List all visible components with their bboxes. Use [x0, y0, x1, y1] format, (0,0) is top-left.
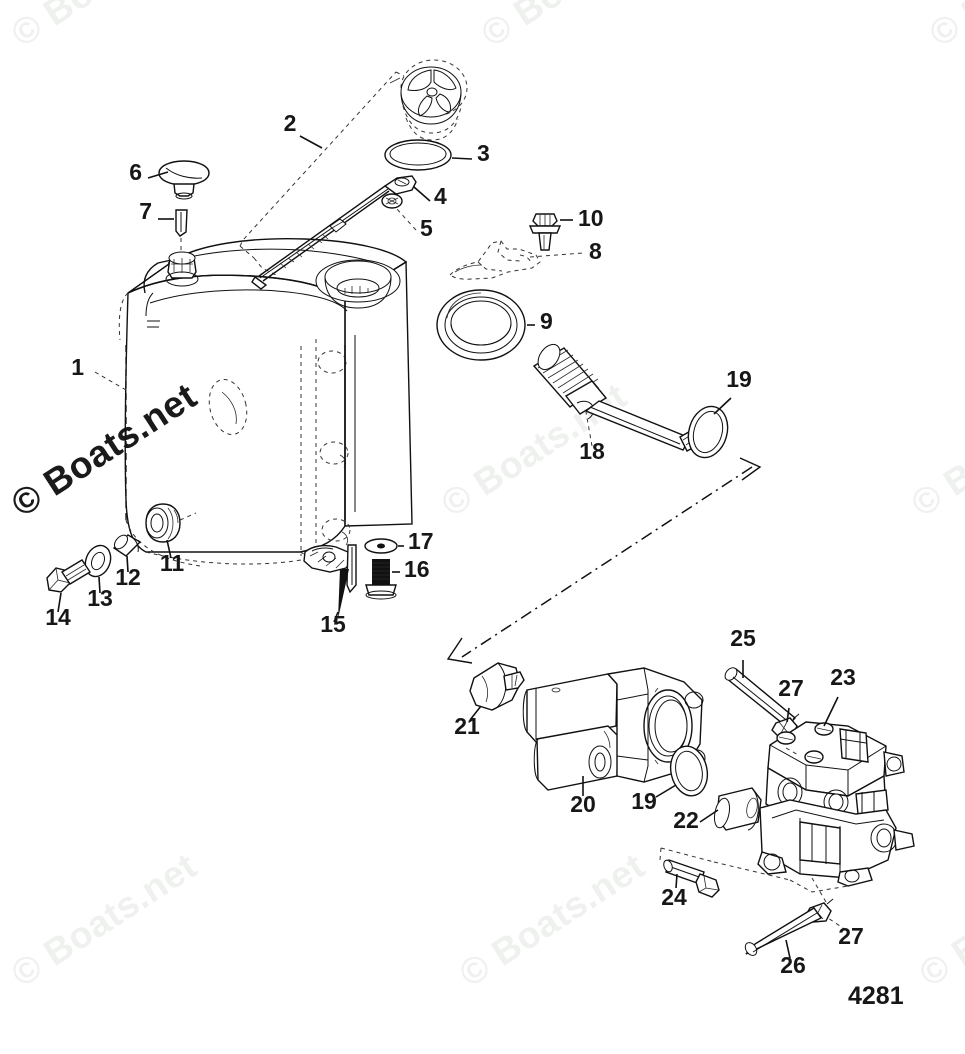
part-22-spacer-tube: [713, 787, 762, 831]
callout-number-22: 22: [673, 807, 699, 833]
part-2-dipstick-rod: [239, 71, 405, 290]
tank-top-fitting: [165, 251, 199, 287]
part-12-sleeve-bushing: [112, 534, 142, 557]
callout-number-3: 3: [477, 140, 490, 166]
part-1-reservoir-body: [118, 238, 413, 567]
part-14-leader: [57, 592, 62, 613]
part-23-leader: [823, 696, 839, 727]
part-10-flange-bolt: [528, 213, 562, 251]
part-18-leader: [585, 411, 593, 447]
part-15-leader: [333, 569, 349, 623]
callout-number-13: 13: [87, 585, 113, 611]
part-19-o-ring-lower: [669, 745, 709, 797]
part-4-bracket-tab: [383, 175, 417, 195]
watermark-text: © Boats.net: [4, 845, 204, 995]
part-3-leader: [451, 157, 473, 160]
callout-number-24: 24: [661, 884, 687, 910]
part-26-lower-tube: [744, 907, 823, 956]
callout-number-16: 16: [404, 556, 430, 582]
figure-id-label: 4281: [848, 982, 904, 1010]
assembly-link-dashdot: [446, 457, 762, 664]
part-2-leader: [299, 135, 323, 149]
callout-number-1: 1: [71, 354, 84, 380]
watermark-text: © Boats.net: [922, 0, 965, 55]
callout-number-27b: 27: [838, 923, 864, 949]
callout-number-26: 26: [780, 952, 806, 978]
callout-number-14: 14: [45, 604, 71, 630]
watermark-text: © Boats.net: [4, 375, 204, 525]
part-3-cap-o-ring: [384, 139, 452, 171]
callout-number-4: 4: [434, 183, 447, 209]
part-19-upper-leader: [713, 397, 732, 415]
part-11-grommet: [145, 503, 181, 543]
part-19-o-ring-upper: [687, 405, 729, 459]
callout-number-19: 19: [726, 366, 752, 392]
part-27-lower-leader: [811, 877, 847, 931]
part-6-plug-cap: [158, 160, 210, 200]
watermark-text: © Boats.net: [904, 375, 965, 525]
part-8-leader: [529, 252, 584, 258]
callout-number-27: 27: [778, 675, 804, 701]
callout-number-8: 8: [589, 238, 602, 264]
part-7-pin: [175, 209, 188, 252]
part-14-hex-bolt: [46, 559, 91, 593]
part-21-leader: [469, 705, 482, 721]
reservoir-cap-assembly: [389, 59, 468, 141]
part-17-washer: [364, 538, 398, 554]
part-9-seal-ring: [436, 289, 526, 361]
part-11-leader: [166, 512, 197, 559]
part-19-lower-leader: [655, 784, 677, 798]
part-13-leader: [98, 576, 101, 594]
callout-number-2: 2: [284, 110, 297, 136]
part-13-flat-washer: [84, 544, 112, 578]
part-12-leader: [126, 555, 129, 573]
part-24-leader: [675, 873, 678, 889]
callout-number-11: 11: [160, 550, 185, 576]
part-6-leader: [147, 171, 169, 179]
part-25-upper-tube: [724, 667, 797, 728]
part-23-control-valve-body: [757, 721, 915, 887]
part-23-locating-dashes: [785, 747, 849, 893]
callout-number-17: 17: [408, 528, 434, 554]
part-15-fitting-cluster: [303, 544, 357, 594]
part-5-small-screw: [381, 193, 403, 209]
part-21-coupler: [469, 662, 525, 711]
callout-number-19b: 19: [631, 788, 657, 814]
callout-number-12: 12: [115, 564, 141, 590]
callout-1-leader: [94, 371, 127, 391]
watermark-text: © Boats.net: [912, 845, 965, 995]
part-4-leader: [413, 186, 431, 202]
callout-number-9: 9: [540, 308, 553, 334]
part-22-leader: [699, 809, 719, 823]
callout-number-21: 21: [454, 713, 480, 739]
callout-number-6: 6: [129, 159, 142, 185]
callout-number-25: 25: [730, 625, 756, 651]
callout-number-18: 18: [579, 438, 605, 464]
watermark-text: © Boats.net: [4, 0, 204, 55]
part-8-bracket-plate: [449, 240, 541, 280]
callout-number-10: 10: [578, 205, 604, 231]
watermark-text: © Boats.net: [474, 0, 674, 55]
part-26-leader: [785, 939, 791, 959]
part-24-long-bolt: [659, 847, 791, 898]
callout-number-23: 23: [830, 664, 856, 690]
callout-number-20: 20: [570, 791, 596, 817]
callout-number-5: 5: [420, 215, 433, 241]
part-5-leader: [395, 207, 417, 231]
callout-number-15: 15: [320, 611, 346, 637]
watermark-text: © Boats.net: [452, 845, 652, 995]
part-16-screw: [365, 559, 397, 600]
part-27-upper-leader: [786, 707, 790, 723]
callout-number-7: 7: [139, 198, 152, 224]
